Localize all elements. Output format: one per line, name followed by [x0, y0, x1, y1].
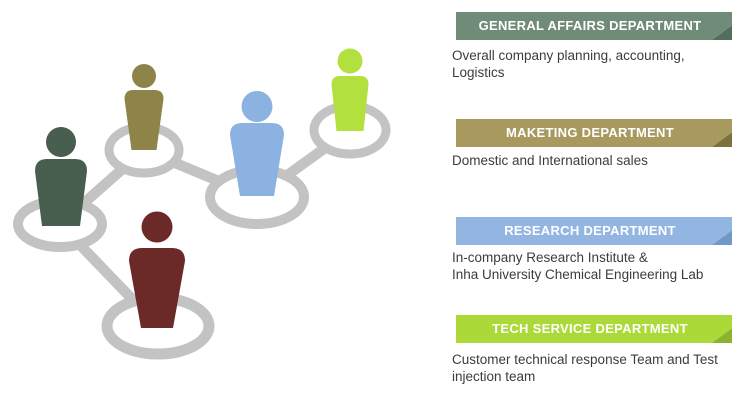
department-banner: RESEARCH DEPARTMENT: [456, 217, 732, 245]
banner-ribbon: [456, 119, 732, 147]
banner-ribbon: [456, 315, 732, 343]
person-node-team-member: [129, 211, 185, 328]
person-head-icon: [46, 127, 76, 157]
person-body-icon: [35, 159, 87, 226]
department-description: Overall company planning, accounting, Lo…: [452, 48, 685, 80]
department-section-tech-service: TECH SERVICE DEPARTMENT Customer technic…: [452, 315, 732, 384]
department-title: RESEARCH DEPARTMENT: [504, 223, 676, 238]
person-node-general-affairs: [35, 127, 87, 226]
org-diagram: [13, 48, 391, 360]
department-banner: TECH SERVICE DEPARTMENT: [456, 315, 732, 343]
banner-ribbon: [456, 217, 732, 245]
person-head-icon: [141, 211, 173, 243]
person-head-icon: [241, 91, 273, 122]
department-description: Customer technical response Team and Tes…: [452, 352, 718, 384]
person-body-icon: [129, 248, 185, 328]
person-head-icon: [337, 48, 363, 74]
department-section-marketing: MAKETING DEPARTMENT Domestic and Interna…: [452, 119, 732, 168]
department-banner: MAKETING DEPARTMENT: [456, 119, 732, 147]
department-title: MAKETING DEPARTMENT: [506, 125, 674, 140]
department-section-research: RESEARCH DEPARTMENT In-company Research …: [452, 217, 732, 282]
department-description: Domestic and International sales: [452, 153, 648, 168]
department-section-general-affairs: GENERAL AFFAIRS DEPARTMENT Overall compa…: [452, 12, 732, 80]
department-title: GENERAL AFFAIRS DEPARTMENT: [478, 18, 702, 33]
person-head-icon: [132, 64, 156, 88]
banner-ribbon: [456, 12, 732, 40]
person-node-marketing: [124, 64, 164, 150]
person-node-research: [230, 91, 284, 196]
person-body-icon: [230, 123, 284, 196]
person-body-icon: [331, 76, 369, 131]
person-node-tech-service: [331, 48, 369, 131]
department-banner: GENERAL AFFAIRS DEPARTMENT: [456, 12, 732, 40]
department-description: In-company Research Institute & Inha Uni…: [452, 250, 704, 282]
person-body-icon: [124, 90, 164, 150]
department-title: TECH SERVICE DEPARTMENT: [492, 321, 688, 336]
